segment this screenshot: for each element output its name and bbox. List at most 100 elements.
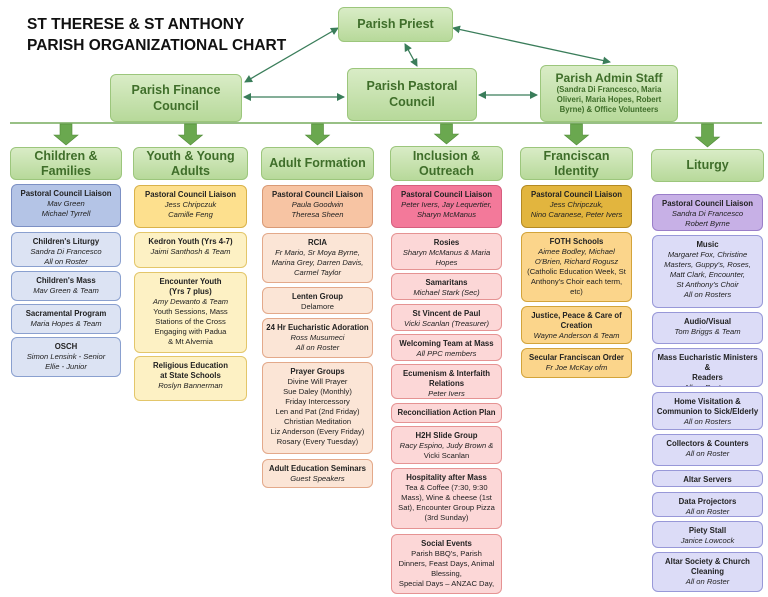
- card-people: Simon Lensink - Senior: [26, 352, 106, 361]
- column-header-text: Children & Families: [34, 148, 98, 178]
- parish-priest-label: Parish Priest: [357, 17, 434, 31]
- card-people: Masters, Guppy's, Roses,: [664, 260, 751, 269]
- group-card: Reconciliation Action Plan: [391, 403, 502, 423]
- card-people: Michael Tyrrell: [41, 209, 91, 218]
- column-header-text: Adults: [171, 163, 210, 178]
- column-header-4: Franciscan Identity: [520, 147, 633, 180]
- card-title: Reconciliation Action Plan: [397, 408, 496, 417]
- card-people: Jess Chripczuk,: [549, 200, 604, 209]
- card-title: Children's Liturgy: [32, 237, 100, 246]
- column-header-5: Liturgy: [651, 149, 764, 182]
- card-people: Theresa Sheen: [291, 210, 344, 219]
- card-people: Janice Lowcock: [680, 536, 735, 545]
- card-title: Relations: [428, 379, 465, 388]
- card-title: at State Schools: [160, 371, 221, 380]
- card-detail: Vicki Scanlan: [423, 451, 470, 460]
- card-detail: Mass), Wine & cheese (1st: [401, 493, 492, 502]
- column-header-text: Inclusion &: [412, 148, 481, 163]
- group-card: Home Visitation &Communion to Sick/Elder…: [652, 392, 763, 430]
- group-card: Mass Eucharistic Ministers &ReadersAll o…: [652, 348, 763, 387]
- chart-title-line2: PARISH ORGANIZATIONAL CHART: [27, 37, 287, 54]
- card-people: Ellie - Junior: [45, 362, 87, 371]
- card-people: St Anthony's Choir: [676, 280, 739, 289]
- card-detail: & Mt Alvernia: [168, 337, 213, 346]
- card-people: Wayne Anderson & Team: [533, 331, 620, 340]
- admin-staff-detail-3: Byrne) & Office Volunteers: [559, 105, 659, 114]
- arrow-priest-finance: [244, 27, 339, 83]
- arrow-priest-admin: [452, 25, 611, 65]
- down-arrow-2: [304, 123, 331, 146]
- card-people: Matt Clark, Encounter,: [669, 270, 746, 279]
- card-title: FOTH Schools: [549, 237, 604, 246]
- pastoral-council-line1: Parish Pastoral: [366, 79, 458, 93]
- card-detail: Anthony's Choir each term,: [530, 277, 623, 286]
- card-people: Sandra Di Francesco: [30, 247, 102, 256]
- card-people: Mav Green & Team: [33, 286, 99, 295]
- admin-staff-detail-1: (Sandra Di Francesco, Maria: [556, 85, 662, 94]
- card-title: Children's Mass: [36, 276, 96, 285]
- card-people: Hopes: [435, 258, 458, 267]
- card-people: Michael Stark (Sec): [413, 288, 480, 297]
- card-people: Jess Chripczuk: [164, 200, 217, 209]
- card-title: Encounter Youth: [159, 277, 222, 286]
- card-detail: Dinners, Feast Days, Animal: [398, 559, 495, 568]
- card-people: Ross Musumeci: [290, 333, 345, 342]
- card-title: Adult Education Seminars: [268, 464, 367, 473]
- card-title: Pastoral Council Liaison: [531, 190, 622, 199]
- card-title: Lenten Group: [291, 292, 344, 301]
- card-title: Prayer Groups: [290, 367, 345, 376]
- finance-council-box: Parish Finance Council: [110, 74, 242, 122]
- column-header-text: Outreach: [419, 163, 474, 178]
- card-title: RCIA: [307, 238, 328, 247]
- card-people: Aimee Bodley, Michael: [538, 247, 615, 256]
- card-title: Pastoral Council Liaison: [662, 199, 753, 208]
- column-header-0: Children & Families: [10, 147, 122, 180]
- card-title: Readers: [692, 373, 723, 382]
- card-people: All on Rosters: [656, 383, 759, 386]
- card-people: Peter Ivers, Jay Lequertier,: [401, 200, 492, 209]
- card-title: Pastoral Council Liaison: [145, 190, 236, 199]
- card-detail: Divine Will Prayer: [287, 377, 348, 386]
- group-card: Altar Servers: [652, 470, 763, 487]
- card-title: Hospitality after Mass: [406, 473, 487, 482]
- admin-staff-title: Parish Admin Staff: [555, 71, 663, 85]
- card-title: Data Projectors: [678, 497, 737, 506]
- pastoral-council-box: Parish Pastoral Council: [347, 68, 477, 121]
- chart-title: ST THERESE & ST ANTHONY PARISH ORGANIZAT…: [27, 14, 286, 56]
- pastoral-council-line2: Council: [389, 95, 435, 109]
- card-title: Mass Eucharistic Ministers &: [657, 353, 758, 372]
- card-title: Collectors & Counters: [666, 439, 749, 448]
- card-people: Fr Mario, Sr Moya Byrne,: [275, 248, 360, 257]
- card-people: Marina Grey, Darren Davis,: [271, 258, 364, 267]
- card-people: O'Brien, Richard Rogusz: [534, 257, 619, 266]
- down-arrow-0: [53, 123, 79, 146]
- card-title: Altar Society & Church: [665, 557, 750, 566]
- finance-council-line1: Parish Finance: [131, 83, 221, 97]
- card-title: Rosies: [433, 238, 460, 247]
- card-title: (Yrs 7 plus): [169, 287, 212, 296]
- card-detail: Sat), Encounter Group Pizza: [398, 503, 495, 512]
- card-people: Camille Feng: [168, 210, 213, 219]
- card-title: Piety Stall: [688, 526, 727, 535]
- card-title: H2H Slide Group: [415, 431, 478, 440]
- card-people: All on Roster: [685, 449, 730, 458]
- card-title: 24 Hr Eucharistic Adoration: [266, 323, 369, 332]
- card-people: All on Roster: [295, 343, 340, 352]
